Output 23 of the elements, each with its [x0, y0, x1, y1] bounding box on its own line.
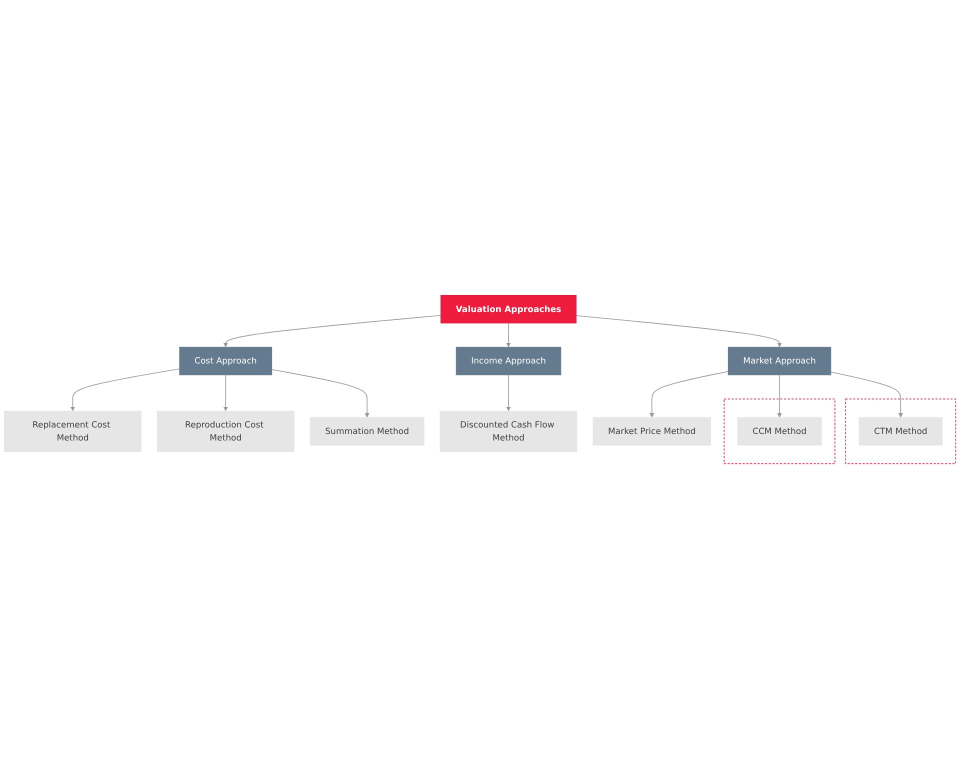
- node-box: Market Approach: [728, 346, 832, 375]
- node-box: Cost Approach: [179, 346, 272, 375]
- node-box: Valuation Approaches: [440, 294, 576, 323]
- node-box: Income Approach: [456, 346, 562, 375]
- cluster: [724, 398, 836, 464]
- cluster: [845, 398, 956, 464]
- node-box: Discounted Cash Flow Method: [440, 410, 578, 452]
- node-box: Reproduction Cost Method: [156, 410, 294, 452]
- arrow: [650, 370, 729, 418]
- node-box: CTM Method: [858, 416, 943, 446]
- arrow: [223, 314, 442, 347]
- node-box: CCM Method: [737, 416, 822, 446]
- node-box: Replacement Cost Method: [4, 410, 142, 452]
- arrow: [777, 374, 782, 418]
- arrow: [506, 374, 511, 411]
- arrow: [506, 322, 511, 347]
- node-box: Market Price Method: [592, 416, 712, 446]
- node-box: Summation Method: [310, 416, 424, 446]
- arrow: [223, 374, 228, 411]
- arrow: [576, 314, 782, 347]
- arrow: [70, 368, 180, 411]
- arrow: [271, 368, 370, 418]
- arrow: [830, 371, 904, 418]
